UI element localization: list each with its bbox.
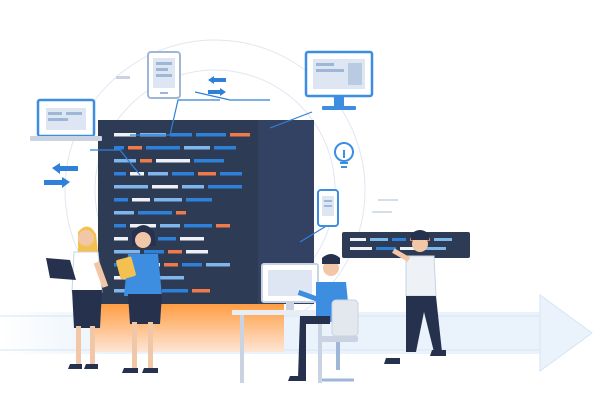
- code-line-segment: [164, 263, 178, 267]
- code-line-segment: [162, 289, 188, 293]
- code-line-segment: [208, 185, 242, 189]
- code-line-segment: [194, 159, 224, 163]
- laptop-icon: [30, 98, 102, 141]
- code-line-segment: [172, 172, 194, 176]
- code-line-segment: [206, 263, 230, 267]
- code-line-segment: [196, 133, 226, 137]
- decor-lines: [372, 199, 398, 213]
- arrows-exchange-icon-top: [208, 76, 226, 96]
- code-line-segment: [114, 185, 148, 189]
- code-line-segment: [140, 159, 152, 163]
- code-line-segment: [156, 159, 190, 163]
- connector-lines: [90, 91, 329, 243]
- code-line-segment: [114, 133, 136, 137]
- code-line-segment: [152, 185, 178, 189]
- code-line-segment: [114, 289, 132, 293]
- office-chair: [318, 299, 359, 382]
- code-line-segment: [214, 146, 236, 150]
- lightbulb-icon: [334, 142, 354, 168]
- code-line-segment: [114, 237, 128, 241]
- code-line-segment: [114, 250, 140, 254]
- code-line-segment: [176, 211, 186, 215]
- code-line-segment: [144, 250, 164, 254]
- code-line-segment: [180, 237, 204, 241]
- code-line-segment: [114, 172, 126, 176]
- code-line-segment: [198, 172, 216, 176]
- code-line-segment: [114, 211, 134, 215]
- code-line-segment: [128, 146, 142, 150]
- code-line-segment: [114, 159, 136, 163]
- code-line-segment: [160, 224, 180, 228]
- woman-with-laptop: [46, 226, 109, 369]
- code-line-segment: [114, 146, 124, 150]
- code-line-segment: [182, 263, 202, 267]
- code-line-segment: [114, 198, 128, 202]
- code-line-segment: [138, 211, 172, 215]
- standing-man: [384, 230, 446, 364]
- code-line-segment: [146, 146, 180, 150]
- code-line-segment: [220, 172, 242, 176]
- code-line-segment: [148, 172, 168, 176]
- code-line-segment: [186, 250, 208, 254]
- code-line-segment: [168, 250, 182, 254]
- arrows-exchange-icon: [44, 163, 78, 188]
- code-line-segment: [230, 133, 250, 137]
- decor-dash: [116, 76, 130, 79]
- code-line-segment: [114, 224, 126, 228]
- code-line-segment: [216, 224, 230, 228]
- code-line-segment: [130, 172, 144, 176]
- code-line-segment: [158, 276, 184, 280]
- code-line-segment: [184, 224, 212, 228]
- code-line-segment: [186, 198, 212, 202]
- code-line-segment: [154, 198, 182, 202]
- smartphone-icon: [317, 189, 339, 227]
- tablet-icon: [147, 51, 181, 99]
- code-strip: [342, 232, 470, 258]
- code-line-segment: [158, 237, 176, 241]
- code-line-segment: [192, 289, 210, 293]
- code-line-segment: [170, 133, 192, 137]
- monitor-icon: [304, 50, 374, 110]
- woman-with-tablet: [116, 225, 162, 373]
- code-line-segment: [184, 146, 210, 150]
- code-line-segment: [132, 198, 150, 202]
- orange-base-block: [92, 302, 284, 352]
- code-line-segment: [182, 185, 204, 189]
